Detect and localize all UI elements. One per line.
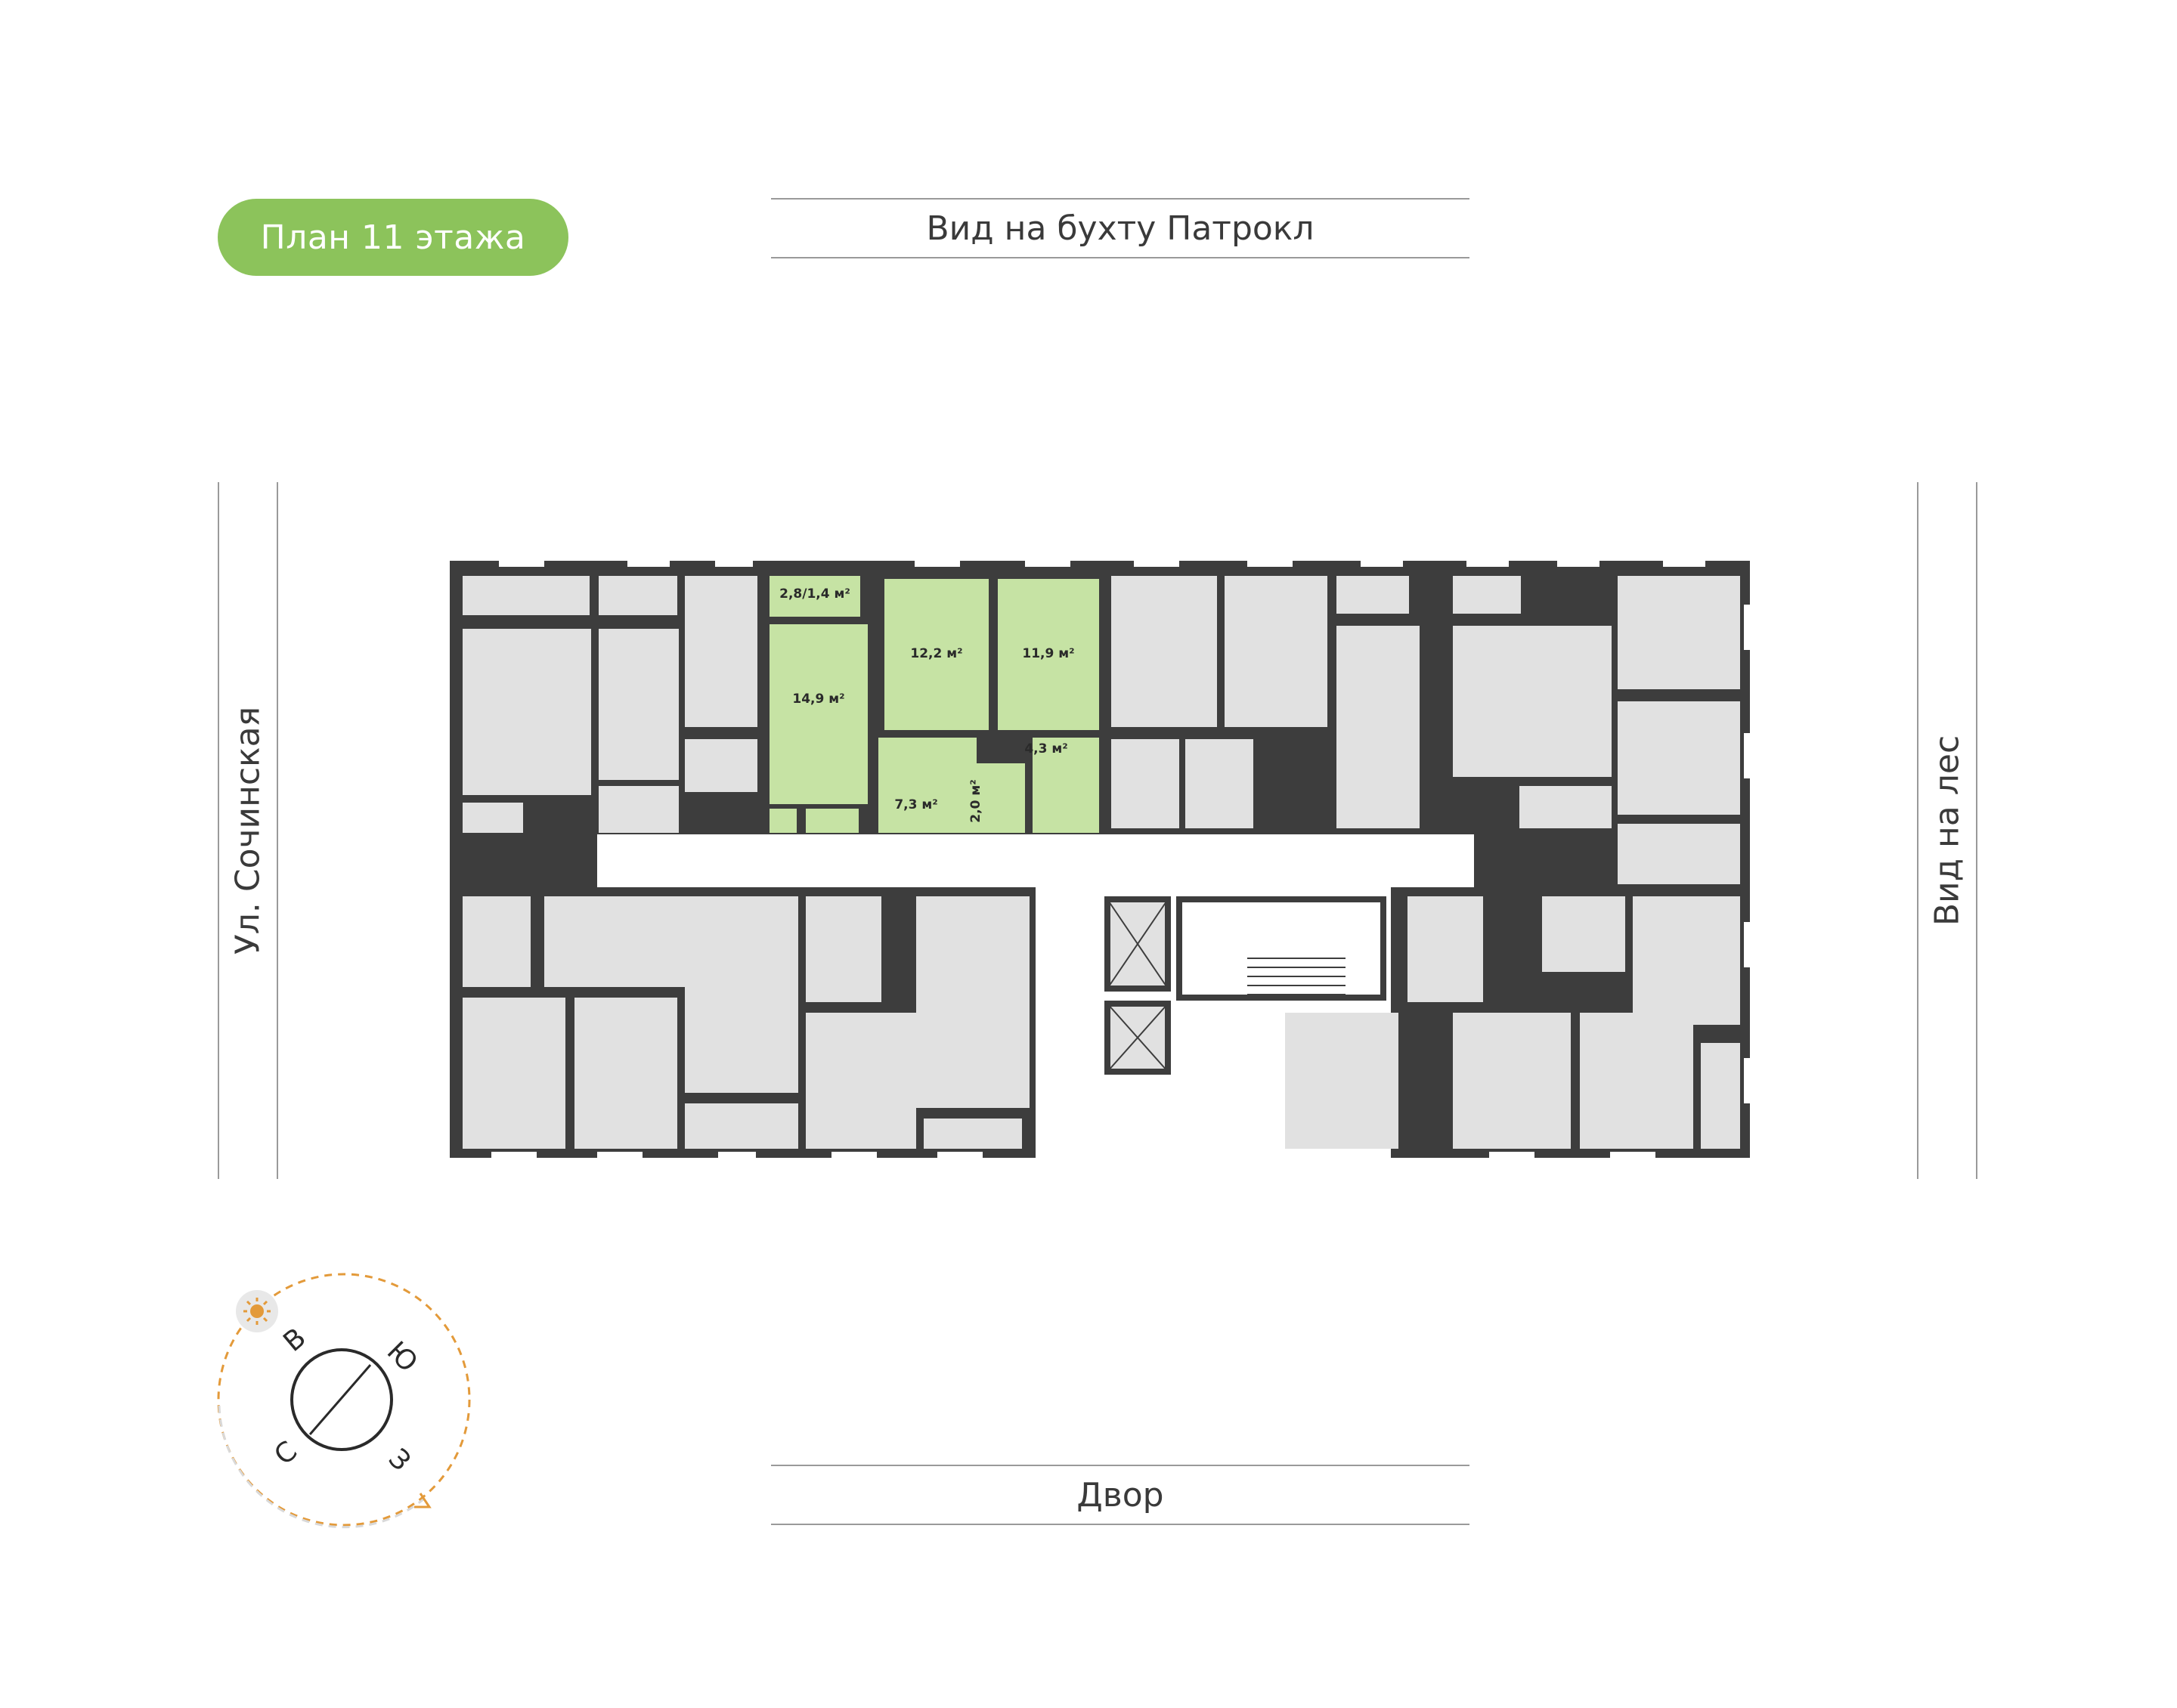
compass-north: С — [268, 1435, 303, 1471]
room-hall[interactable] — [878, 738, 977, 833]
room-bathroom[interactable] — [1033, 738, 1099, 833]
compass-east: В — [277, 1323, 311, 1358]
sun-path — [217, 1273, 471, 1527]
area-label-wc: 2,0 м² — [968, 779, 983, 822]
area-label-room-2: 12,2 м² — [910, 646, 962, 661]
area-labels: 2,8/1,4 м² 14,9 м² 12,2 м² 11,9 м² 4,3 м… — [779, 586, 1074, 823]
area-label-balcony: 2,8/1,4 м² — [779, 586, 850, 602]
corridor — [597, 834, 1474, 887]
floor-title-badge: План 11 этажа — [218, 199, 568, 276]
room-balcony[interactable] — [770, 576, 860, 617]
area-label-room-3: 11,9 м² — [1022, 646, 1074, 661]
room-3[interactable] — [998, 579, 1099, 730]
area-label-room-1: 14,9 м² — [792, 692, 844, 707]
area-label-hall: 7,3 м² — [894, 797, 937, 812]
view-top-text: Вид на бухту Патрокл — [926, 209, 1315, 248]
view-label-bottom: Двор — [771, 1465, 1469, 1525]
compass-ring — [290, 1348, 393, 1451]
room-wc[interactable] — [977, 763, 1025, 833]
view-label-left: Ул. Сочинская — [218, 482, 278, 1179]
floor-title: План 11 этажа — [260, 218, 526, 257]
sun-icon — [236, 1290, 278, 1332]
room-1[interactable] — [770, 624, 868, 804]
selected-apartment[interactable] — [770, 576, 1099, 833]
area-label-bathroom: 4,3 м² — [1024, 741, 1067, 757]
compass-west: З — [382, 1443, 417, 1477]
windows — [491, 561, 1750, 1158]
room-2[interactable] — [884, 579, 989, 730]
view-bottom-text: Двор — [1076, 1475, 1164, 1515]
view-label-right: Вид на лес — [1917, 482, 1977, 1179]
compass-needle — [308, 1364, 372, 1435]
compass-south: Ю — [381, 1335, 423, 1378]
rooms — [463, 576, 1740, 1149]
view-label-top: Вид на бухту Патрокл — [771, 198, 1469, 258]
